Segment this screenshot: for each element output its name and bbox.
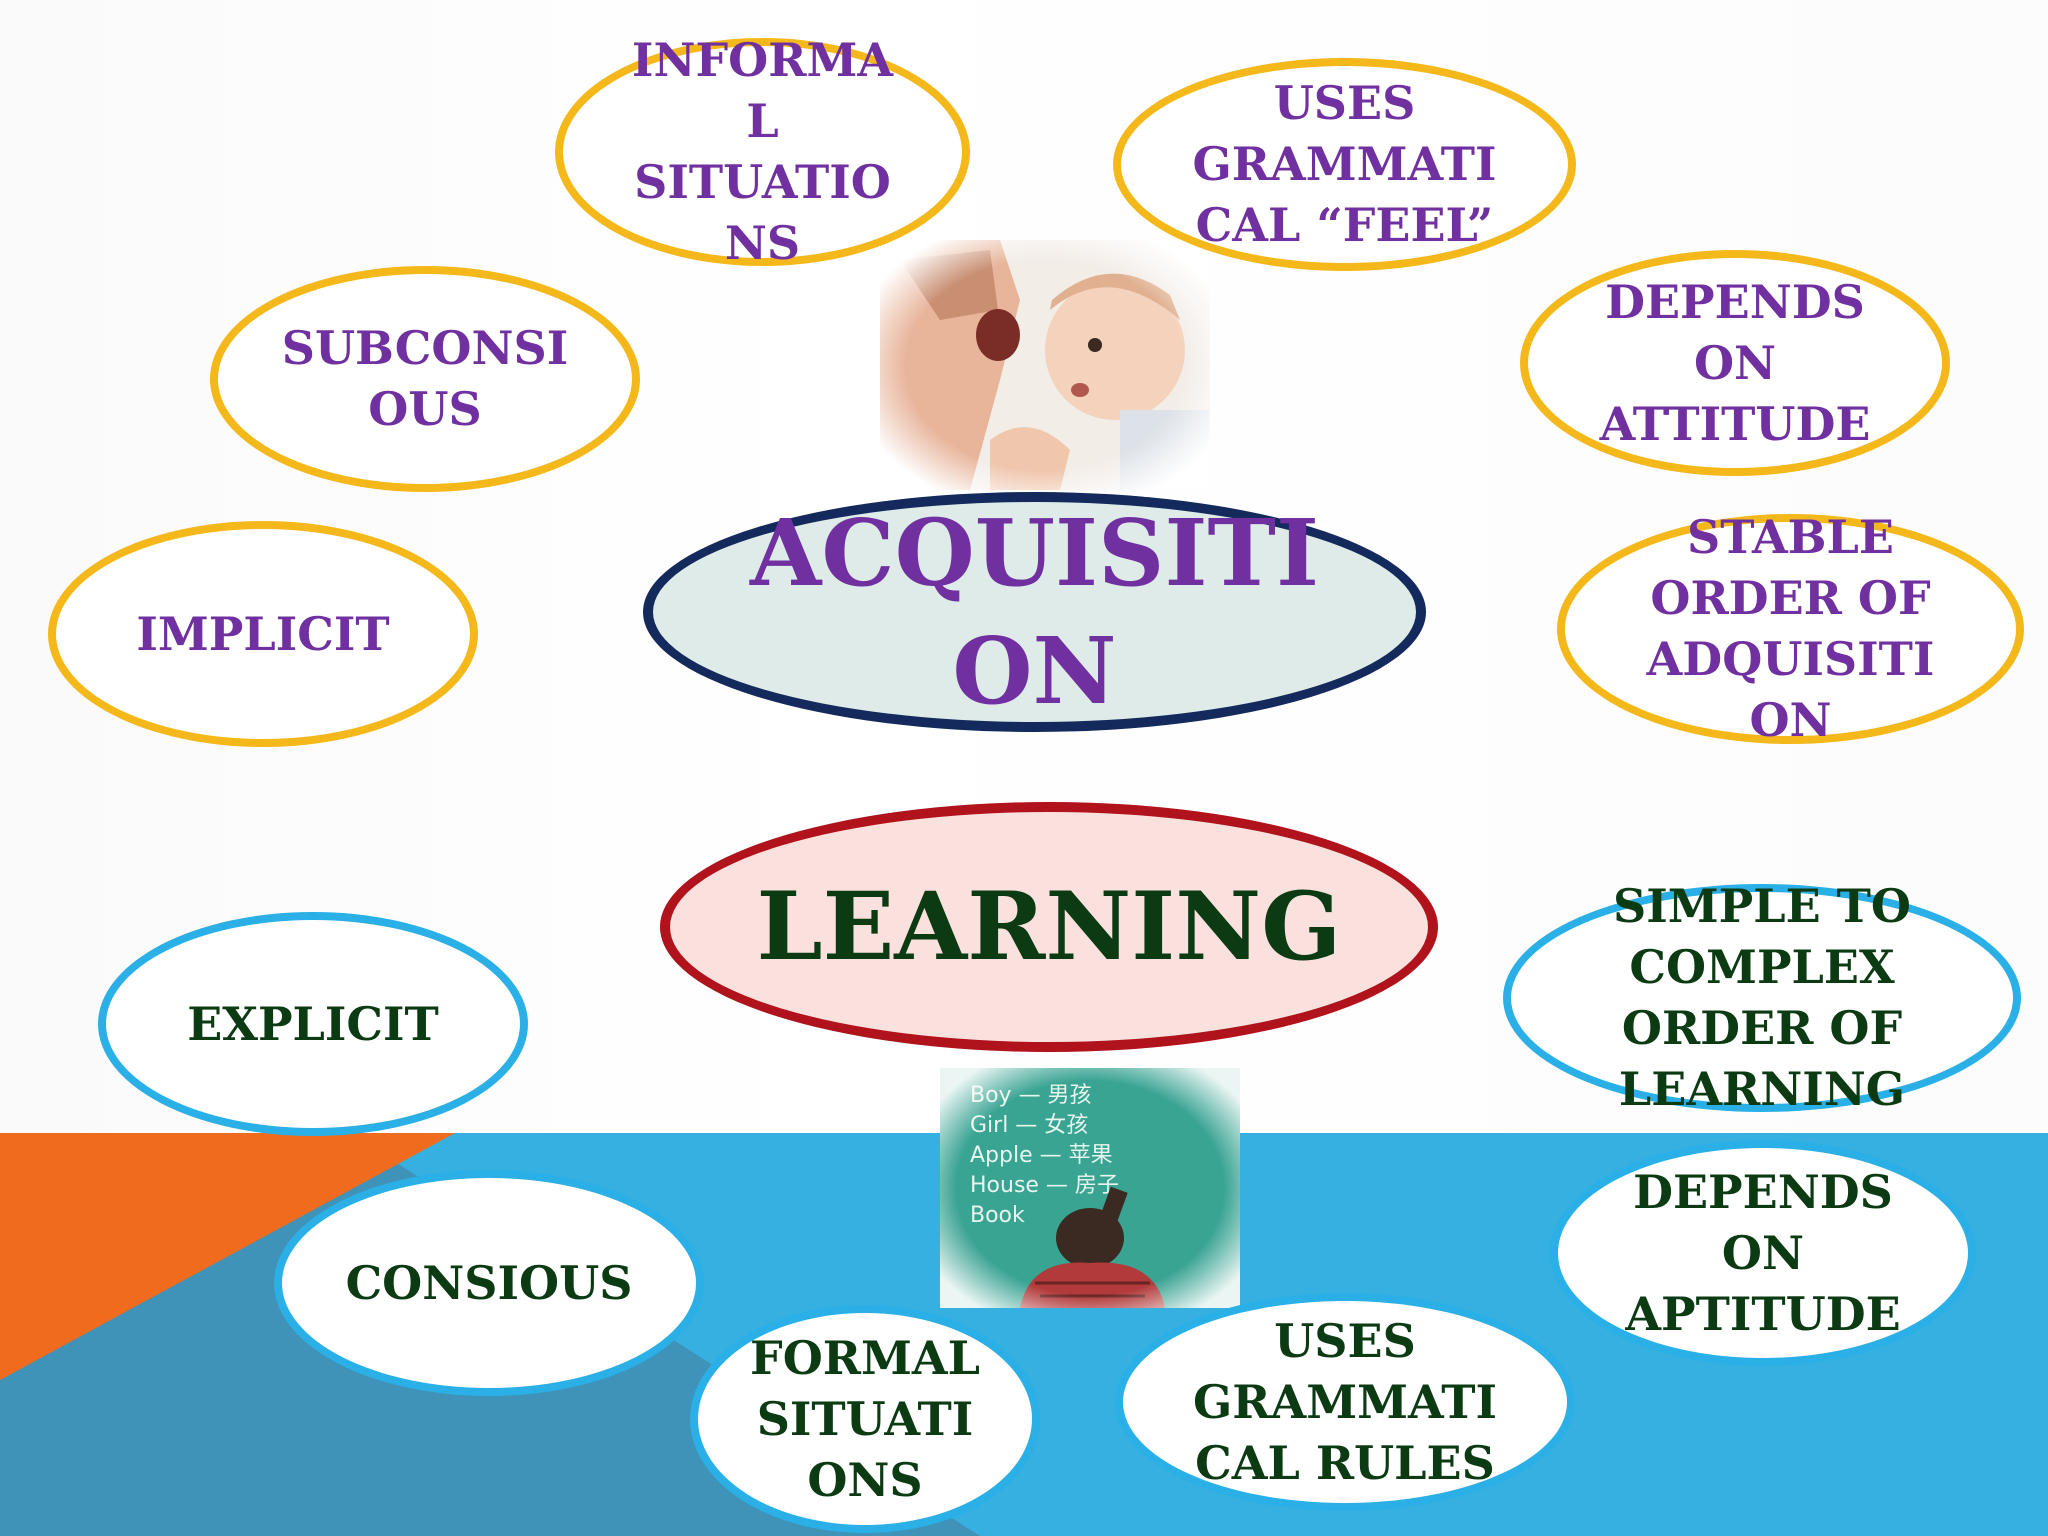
bubble-simple-to-complex: SIMPLE TO COMPLEX ORDER OF LEARNING: [1503, 879, 2021, 1116]
acquisition-center-node: ACQUISITI ON: [643, 492, 1426, 732]
chalkboard-photo: Boy — 男孩Girl — 女孩Apple — 苹果House — 房子Boo…: [940, 1068, 1240, 1308]
orange-corner: [0, 1133, 455, 1380]
bubble-grammatical-feel: USES GRAMMATI CAL “FEEL”: [1113, 58, 1576, 271]
learning-label: LEARNING: [756, 872, 1342, 982]
bubble-conscious: CONSIOUS: [274, 1170, 704, 1396]
bubble-formal-situations: FORMAL SITUATI ONS: [690, 1305, 1040, 1533]
bubble-implicit: IMPLICIT: [48, 521, 478, 747]
bubble-explicit: EXPLICIT: [98, 912, 528, 1136]
bubble-grammatical-rules: USES GRAMMATI CAL RULES: [1115, 1293, 1575, 1511]
bubble-depends-on-attitude: DEPENDS ON ATTITUDE: [1520, 250, 1950, 476]
bubble-stable-order: STABLE ORDER OF ADQUISITI ON: [1557, 510, 2024, 747]
father-baby-photo: [880, 240, 1210, 490]
bubble-informal-situations: INFORMA L SITUATIO NS: [555, 33, 970, 270]
learning-center-node: LEARNING: [660, 802, 1438, 1052]
bubble-subconscious: SUBCONSI OUS: [210, 266, 640, 492]
bubble-depends-on-aptitude: DEPENDS ON APTITUDE: [1550, 1140, 1976, 1366]
acquisition-label: ACQUISITI ON: [750, 499, 1319, 725]
